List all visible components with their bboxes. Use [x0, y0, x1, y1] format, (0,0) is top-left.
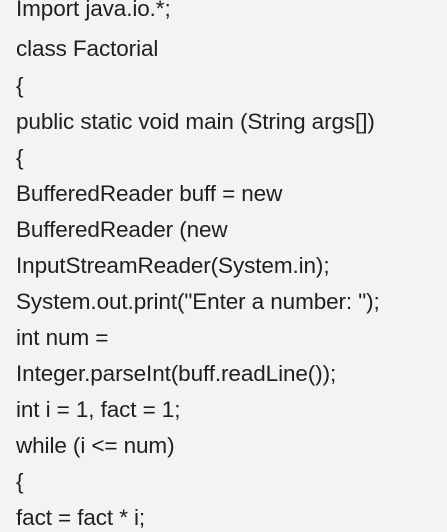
code-line-import: Import java.io.*;: [16, 0, 171, 21]
code-line-while-loop: while (i <= num): [16, 433, 175, 458]
code-line-main-method: public static void main (String args[]): [16, 109, 375, 134]
code-line-class-declaration: class Factorial: [16, 36, 159, 61]
code-line-num-declaration: int num =: [16, 325, 109, 350]
code-line-print-prompt: System.out.print("Enter a number: ");: [16, 289, 380, 314]
code-line-class-open-brace: {: [16, 73, 24, 98]
code-line-fact-multiply: fact = fact * i;: [16, 505, 146, 530]
code-line-main-open-brace: {: [16, 145, 24, 170]
code-line-input-stream-reader: InputStreamReader(System.in);: [16, 253, 330, 278]
code-line-buffered-reader-constructor: BufferedReader (new: [16, 217, 228, 242]
code-line-parse-input: Integer.parseInt(buff.readLine());: [16, 361, 337, 386]
code-line-buffered-reader-declaration: BufferedReader buff = new: [16, 181, 283, 206]
code-line-loop-open-brace: {: [16, 469, 24, 494]
code-line-variable-init: int i = 1, fact = 1;: [16, 397, 181, 422]
